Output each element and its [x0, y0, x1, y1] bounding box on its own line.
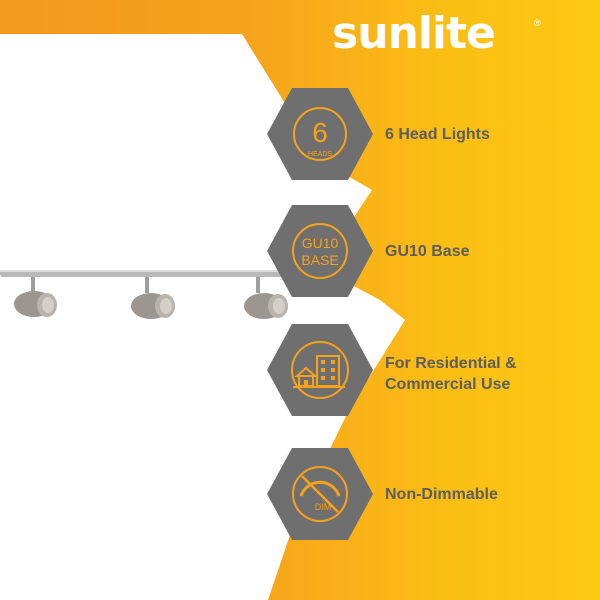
- gu10-base-icon: GU10 BASE: [267, 205, 373, 297]
- svg-text:HEADS: HEADS: [308, 151, 332, 158]
- feature-gu10-base: GU10 BASE GU10 Base: [265, 203, 585, 303]
- svg-text:DIM: DIM: [315, 502, 332, 512]
- svg-text:6: 6: [312, 117, 328, 148]
- light-head-3: [244, 277, 288, 319]
- feature-label: GU10 Base: [385, 243, 470, 260]
- six-heads-icon: 6 HEADS: [267, 88, 373, 180]
- brand-logo: sunlite: [332, 8, 496, 59]
- registered-mark: ®: [534, 18, 541, 28]
- feature-residential-commercial: For Residential & Commercial Use: [265, 322, 585, 422]
- feature-label-line2: Commercial Use: [385, 376, 511, 393]
- feature-label: 6 Head Lights: [385, 126, 490, 143]
- svg-text:BASE: BASE: [301, 252, 338, 268]
- buildings-icon: [267, 324, 373, 416]
- svg-text:GU10: GU10: [302, 235, 339, 251]
- feature-label: For Residential & Commercial Use: [385, 353, 517, 395]
- track-light-fixture: [0, 270, 288, 319]
- feature-label: Non-Dimmable: [385, 486, 498, 503]
- light-head-2: [131, 277, 175, 319]
- feature-label-line1: For Residential &: [385, 355, 517, 372]
- non-dimmable-icon: DIM: [267, 448, 373, 540]
- feature-non-dimmable: DIM Non-Dimmable: [265, 446, 585, 546]
- feature-six-heads: 6 HEADS 6 Head Lights: [265, 86, 585, 186]
- light-head-1: [14, 277, 57, 317]
